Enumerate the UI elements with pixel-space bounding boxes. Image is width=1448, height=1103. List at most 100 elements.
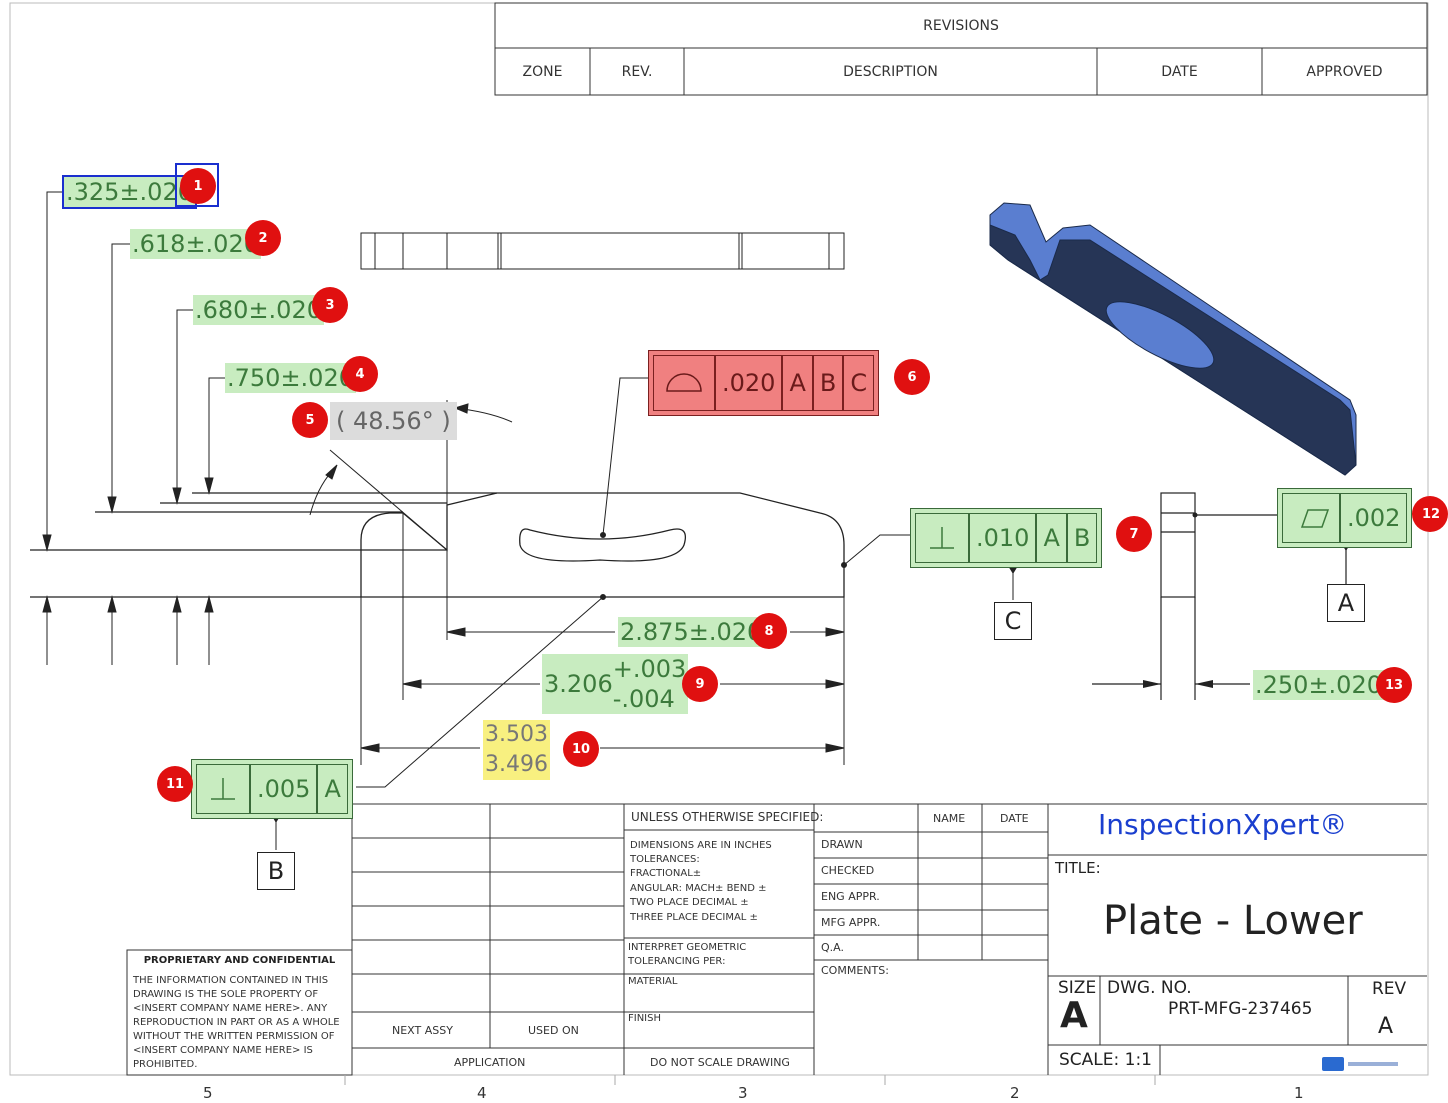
fcf-6-datum-a: A — [782, 355, 813, 411]
eng-appr-label: ENG APPR. — [821, 890, 880, 903]
unless-specified: UNLESS OTHERWISE SPECIFIED: — [631, 810, 824, 824]
fcf-7[interactable]: .010 A B — [910, 508, 1103, 568]
dimension-lines — [42, 191, 1022, 850]
three-place-label: THREE PLACE DECIMAL ± — [630, 912, 758, 923]
balloon-10[interactable]: 10 — [563, 731, 599, 767]
balloon-6[interactable]: 6 — [894, 359, 930, 395]
next-assy-label: NEXT ASSY — [392, 1024, 453, 1037]
size-label: SIZE — [1058, 978, 1097, 998]
balloon-1[interactable]: 1 — [180, 168, 216, 204]
isometric-part — [989, 202, 1357, 476]
rev-col-approved: APPROVED — [1306, 63, 1383, 80]
fcf-12-tolerance: .002 — [1340, 493, 1408, 543]
drawing-title: Plate - Lower — [1103, 898, 1363, 944]
datum-c: C — [994, 602, 1032, 640]
dimension-8[interactable]: 2.875±.020 — [618, 617, 765, 647]
dimension-1[interactable]: .325±.020 — [62, 175, 197, 209]
rev-col-date: DATE — [1161, 63, 1198, 80]
balloon-12[interactable]: 12 — [1412, 496, 1448, 532]
balloon-5[interactable]: 5 — [292, 402, 328, 438]
dimension-4[interactable]: .750±.020 — [225, 363, 356, 393]
balloon-11[interactable]: 11 — [157, 766, 193, 802]
tolerances-label: TOLERANCES: — [630, 854, 700, 865]
datum-a: A — [1327, 584, 1365, 622]
title-label: TITLE: — [1055, 859, 1101, 877]
rev-col-description: DESCRIPTION — [843, 63, 938, 80]
proprietary-line: WITHOUT THE WRITTEN PERMISSION OF — [133, 1031, 335, 1042]
zone-3: 3 — [738, 1084, 748, 1102]
mfg-appr-label: MFG APPR. — [821, 916, 881, 929]
fcf-11-datum-a: A — [317, 764, 348, 814]
balloon-13[interactable]: 13 — [1376, 667, 1412, 703]
two-place-label: TWO PLACE DECIMAL ± — [630, 897, 749, 908]
proprietary-line: <INSERT COMPANY NAME HERE> IS — [133, 1045, 313, 1056]
balloon-8[interactable]: 8 — [751, 613, 787, 649]
proprietary-line: <INSERT COMPANY NAME HERE>. ANY — [133, 1003, 328, 1014]
dimension-10-upper: 3.503 — [485, 722, 548, 747]
top-view — [360, 232, 845, 270]
do-not-scale-label: DO NOT SCALE DRAWING — [650, 1056, 790, 1069]
comments-label: COMMENTS: — [821, 964, 889, 977]
fcf-6-datum-c: C — [843, 355, 875, 411]
dimension-3[interactable]: .680±.020 — [193, 295, 324, 325]
front-view — [30, 492, 845, 598]
fcf-6-tolerance: .020 — [715, 355, 783, 411]
tolerancing-per-label: TOLERANCING PER: — [628, 956, 726, 967]
dwg-no-value: PRT-MFG-237465 — [1168, 999, 1313, 1019]
application-label: APPLICATION — [454, 1056, 526, 1069]
dimension-9-lower: -.004 — [612, 685, 675, 713]
rev-value: A — [1378, 1014, 1394, 1039]
balloon-3[interactable]: 3 — [312, 287, 348, 323]
title-block-lines — [126, 803, 1427, 1076]
fcf-7-tolerance: .010 — [969, 513, 1037, 563]
dimension-10-lower: 3.496 — [485, 752, 548, 777]
profile-of-surface-icon — [653, 355, 715, 411]
angular-label: ANGULAR: MACH± BEND ± — [630, 883, 767, 894]
checked-label: CHECKED — [821, 864, 875, 877]
zone-2: 2 — [1010, 1084, 1020, 1102]
dimension-9[interactable]: 3.206 +.003 -.004 — [542, 654, 689, 714]
rev-col-zone: ZONE — [522, 63, 563, 80]
rev-col-rev: REV. — [621, 63, 653, 80]
dimension-9-nominal: 3.206 — [544, 670, 613, 698]
fractional-label: FRACTIONAL± — [630, 868, 702, 879]
fcf-11-tolerance: .005 — [250, 764, 318, 814]
dims-in-inches: DIMENSIONS ARE IN INCHES — [630, 840, 772, 851]
selection-box-1 — [175, 163, 219, 207]
proprietary-title: PROPRIETARY AND CONFIDENTIAL — [143, 955, 336, 966]
dimension-13[interactable]: .250±.020 — [1253, 670, 1384, 700]
dimension-10[interactable]: 3.503 3.496 — [483, 720, 550, 780]
dimension-2[interactable]: .618±.020 — [130, 229, 261, 259]
fcf-12[interactable]: .002 — [1277, 488, 1413, 548]
proprietary-line: PROHIBITED. — [133, 1059, 198, 1070]
balloon-7[interactable]: 7 — [1116, 516, 1152, 552]
size-value: A — [1060, 995, 1088, 1036]
proprietary-line: DRAWING IS THE SOLE PROPERTY OF — [133, 989, 319, 1000]
interpret-label: INTERPRET GEOMETRIC — [628, 942, 747, 953]
proprietary-line: THE INFORMATION CONTAINED IN THIS — [133, 975, 329, 986]
date-column-label: DATE — [1000, 812, 1029, 825]
proprietary-line: REPRODUCTION IN PART OR AS A WHOLE — [133, 1017, 340, 1028]
drawn-label: DRAWN — [821, 838, 863, 851]
rev-label: REV — [1372, 979, 1407, 999]
zone-4: 4 — [477, 1084, 487, 1102]
fcf-7-datum-a: A — [1036, 513, 1067, 563]
name-column-label: NAME — [933, 812, 966, 825]
material-label: MATERIAL — [628, 976, 678, 987]
dimension-5-angle[interactable]: ( 48.56° ) — [330, 402, 457, 440]
balloon-9[interactable]: 9 — [682, 666, 718, 702]
finish-label: FINISH — [628, 1013, 661, 1024]
revisions-table-lines — [494, 2, 1428, 96]
balloon-4[interactable]: 4 — [342, 356, 378, 392]
dimension-9-upper: +.003 — [612, 655, 687, 683]
fcf-11[interactable]: .005 A — [191, 759, 353, 819]
fcf-6[interactable]: .020 A B C — [648, 350, 880, 416]
balloon-2[interactable]: 2 — [245, 220, 281, 256]
proprietary-text: THE INFORMATION CONTAINED IN THIS DRAWIN… — [133, 974, 340, 1072]
qa-label: Q.A. — [821, 941, 844, 954]
inspectionxpert-logo-icon — [1322, 1056, 1402, 1072]
fcf-6-datum-b: B — [812, 355, 844, 411]
datum-b: B — [257, 852, 295, 890]
scale-label: SCALE: 1:1 — [1059, 1050, 1152, 1070]
